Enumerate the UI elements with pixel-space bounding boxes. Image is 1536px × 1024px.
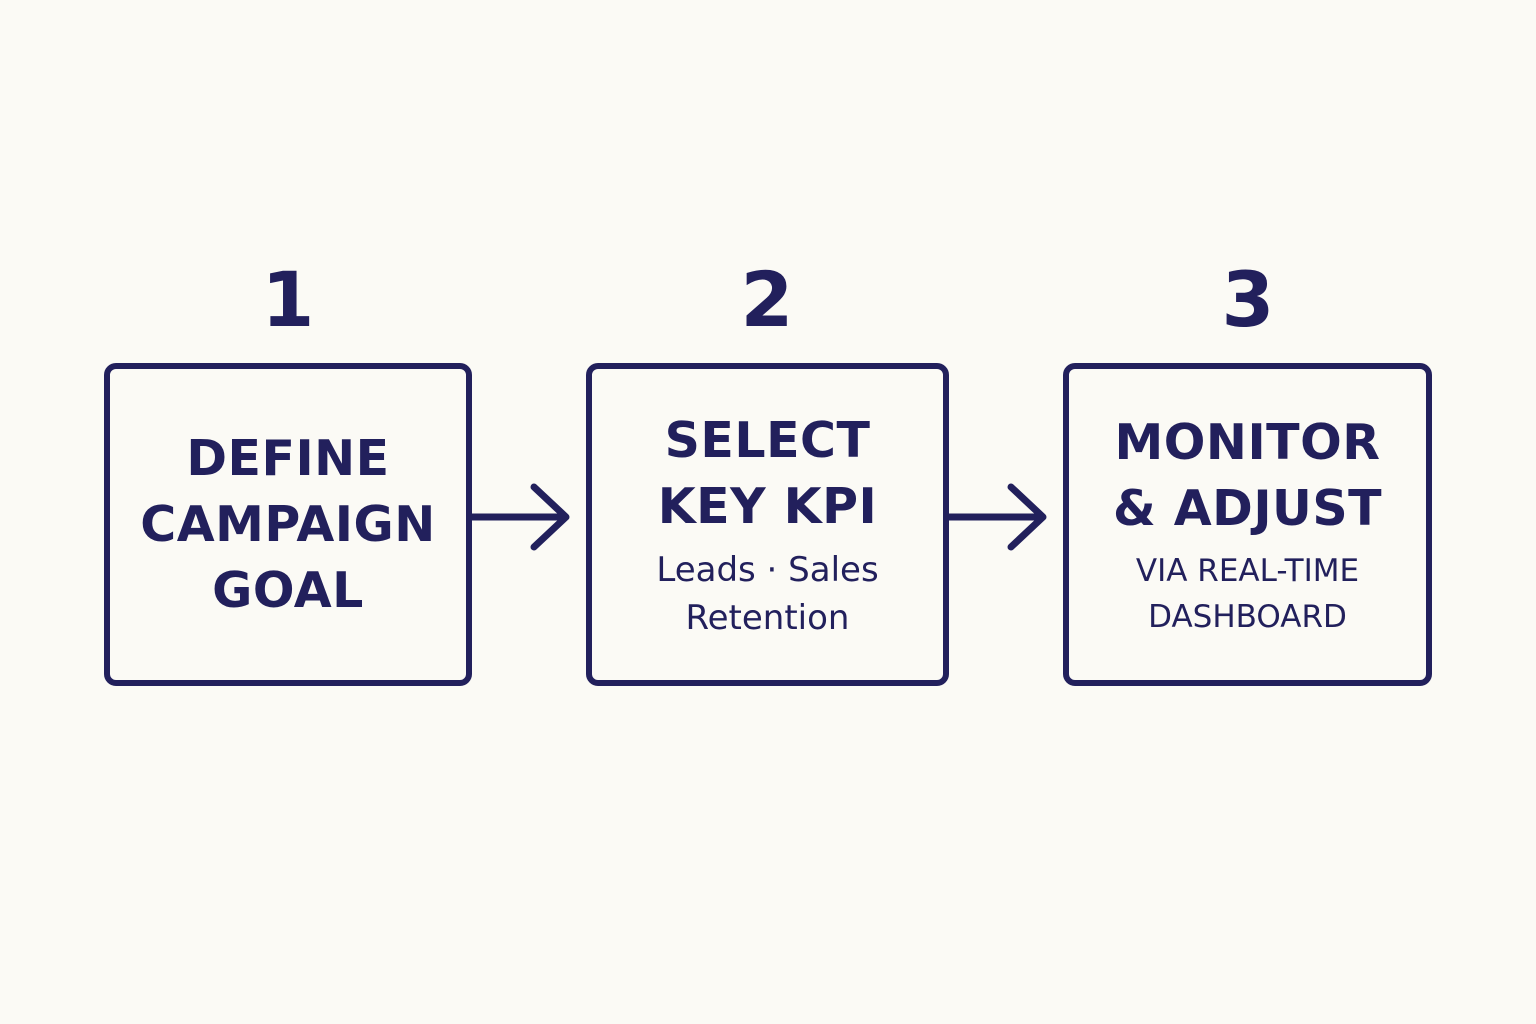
step-1-title-line-2: CAMPAIGN [140,495,436,553]
step-1-box: DEFINE CAMPAIGN GOAL [104,363,472,686]
step-2-sub-line-2: Retention [685,597,850,638]
arrow-right-icon [949,483,1047,551]
step-2-sub-line-1: Leads · Sales [656,549,879,590]
step-2-box: SELECT KEY KPI Leads · Sales Retention [586,363,949,686]
step-3-title-line-2: & ADJUST [1112,479,1383,537]
step-3-sub-line-1: VIA REAL-TIME [1135,552,1360,589]
step-1-title-line-1: DEFINE [186,429,390,487]
step-3-box: MONITOR & ADJUST VIA REAL-TIME DASHBOARD [1063,363,1432,686]
step-2-title-line-1: SELECT [664,411,871,469]
arrow-right-icon [472,483,570,551]
step-2-number: 2 [740,255,794,344]
step-1-title-line-3: GOAL [212,561,364,619]
step-3-sub-line-2: DASHBOARD [1148,598,1347,635]
step-3-number: 3 [1221,255,1275,344]
step-3-title-line-1: MONITOR [1114,413,1381,471]
step-1-number: 1 [261,255,315,344]
step-2-title-line-2: KEY KPI [657,477,878,535]
